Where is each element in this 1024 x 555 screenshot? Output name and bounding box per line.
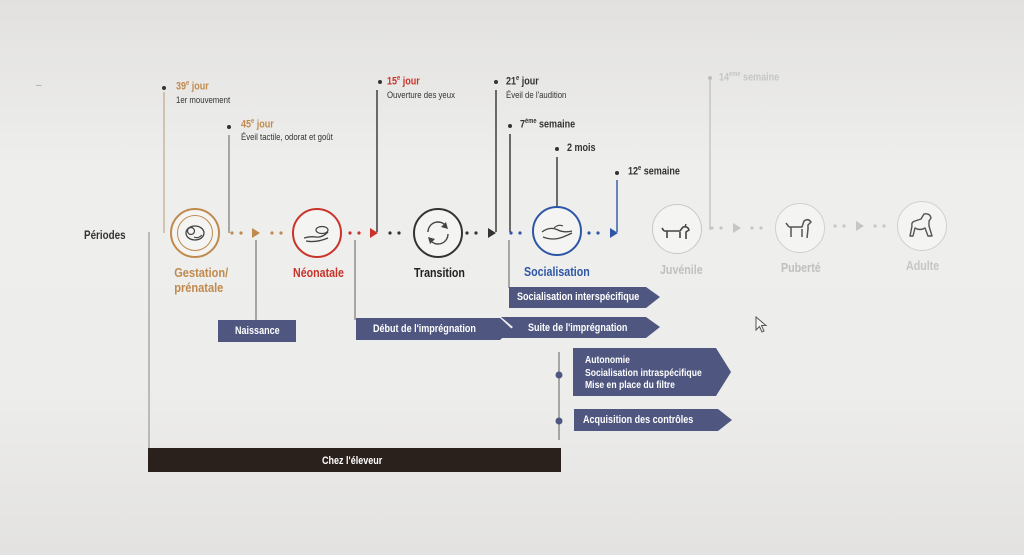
milestone-w12-title: 12e semaine [628, 165, 680, 178]
stray-mark: – [36, 80, 42, 91]
mouse-cursor-icon [755, 316, 768, 333]
milestone-w7-title: 7ème semaine [520, 118, 576, 131]
fetus-icon [185, 225, 205, 241]
period-transition-label: Transition [414, 265, 465, 280]
bullet-j45 [227, 125, 231, 129]
bullet-w12 [615, 171, 619, 175]
newborn-hand-icon [303, 225, 329, 243]
banner-naissance: Naissance [235, 325, 280, 337]
period-socialisation-label: Socialisation [524, 264, 590, 279]
neonatale-dots [348, 228, 378, 238]
banner-socialisation-interspecifique: Socialisation interspécifique [517, 291, 640, 303]
banner-suite-impregnation: Suite de l'imprégnation [528, 322, 628, 334]
period-neonatale-label: Néonatale [293, 265, 344, 280]
milestone-j39-title: 39e jour [176, 80, 209, 93]
banner-debut-impregnation: Début de l'imprégnation [373, 323, 476, 335]
period-juvenile-circle [652, 204, 702, 254]
period-adulte-circle [897, 201, 947, 251]
milestone-j15-title: 15e jour [387, 75, 420, 88]
banner-shape-naissance [218, 320, 296, 342]
autonomie-node [555, 371, 563, 379]
banner-shape-debut [356, 318, 512, 340]
hands-icon [541, 224, 573, 240]
periods-label: Périodes [84, 228, 126, 242]
acquisition-node [555, 417, 563, 425]
bullet-j21 [494, 80, 498, 84]
banner-autonomie: Autonomie Socialisation intraspécifique … [585, 354, 702, 391]
banner-shape-acquisition [574, 409, 732, 431]
period-gestation-circle [170, 208, 220, 258]
banner-shape-autonomie [573, 348, 731, 396]
puppy-icon [661, 223, 690, 239]
period-gestation-label: Gestation/ prénatale [174, 265, 229, 295]
milestone-j45-title: 45e jour [241, 118, 274, 131]
period-socialisation-circle [532, 206, 582, 256]
transition-dots [388, 228, 496, 238]
milestone-j21-desc: Éveil de l'audition [506, 90, 567, 101]
milestone-j21-title: 21e jour [506, 75, 539, 88]
period-neonatale-circle [292, 208, 342, 258]
bullet-j39 [162, 86, 166, 90]
period-puberte-circle [775, 203, 825, 253]
faded-dots [710, 221, 886, 233]
milestone-j15-desc: Ouverture des yeux [387, 90, 455, 101]
bar-chez-eleveur-label: Chez l'éleveur [322, 455, 383, 467]
bullet-w14 [708, 76, 712, 80]
bar-shape-eleveur [148, 448, 561, 472]
adult-dog-icon [909, 213, 933, 237]
socialisation-dots [509, 228, 618, 238]
milestone-j39-desc: 1er mouvement [176, 95, 231, 106]
cycle-arrows-icon [427, 221, 449, 245]
period-adulte-label: Adulte [906, 258, 940, 273]
banner-shape-interspecifique [509, 287, 660, 308]
bullet-j15 [378, 80, 382, 84]
period-juvenile-label: Juvénile [660, 262, 703, 277]
milestone-w14-title: 14ème semaine [719, 71, 780, 84]
milestone-m2-title: 2 mois [567, 142, 596, 154]
banner-acquisition-controles: Acquisition des contrôles [583, 414, 694, 426]
bullet-w7 [508, 124, 512, 128]
period-transition-circle [413, 208, 463, 258]
young-dog-icon [785, 218, 812, 239]
milestone-j45-desc: Éveil tactile, odorat et goût [241, 132, 333, 143]
period-puberte-label: Puberté [781, 260, 821, 275]
banner-shape-suite [501, 317, 660, 338]
gestation-dots [230, 228, 283, 238]
bullet-m2 [555, 147, 559, 151]
